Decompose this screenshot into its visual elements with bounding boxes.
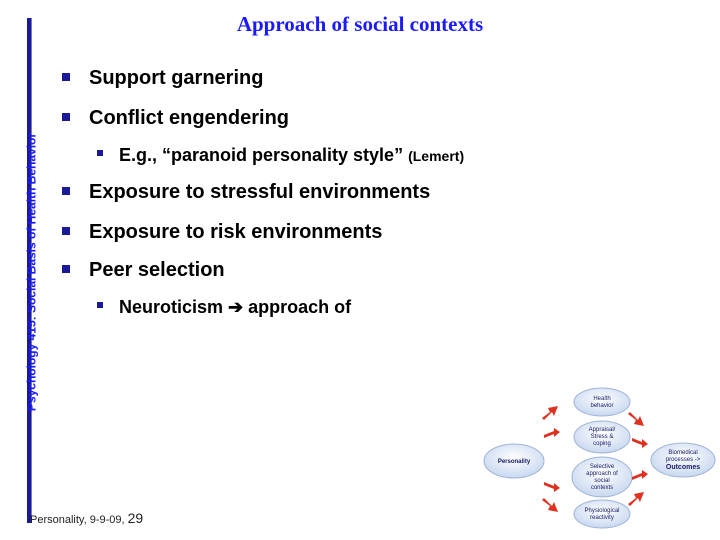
label-physio-1: Physiological xyxy=(584,508,619,514)
arrow-icon xyxy=(544,428,560,438)
arrow-icon xyxy=(628,492,644,506)
bullet-square-icon xyxy=(62,73,70,81)
label-health-1: Health xyxy=(593,396,610,402)
label-selective-3: social xyxy=(594,478,609,484)
footer-text: Personality, 9-9-09, xyxy=(30,514,125,526)
diagram-svg: Health behavior Appraisal/ Stress & copi… xyxy=(483,387,716,529)
label-appraisal-1: Appraisal/ xyxy=(589,427,616,433)
bullet-square-icon xyxy=(62,113,70,121)
arrow-icon xyxy=(632,470,648,480)
label-physio-2: reactivity xyxy=(590,515,614,521)
sub-bullet-citation: (Lemert) xyxy=(408,148,465,164)
footer: Personality, 9-9-09, 29 xyxy=(30,510,143,526)
sub-bullet-rest: approach of xyxy=(248,297,352,317)
arrow-icon xyxy=(542,498,558,512)
node-personality xyxy=(483,443,545,479)
bullet-square-icon xyxy=(62,187,70,195)
page-number: 29 xyxy=(127,510,144,526)
sub-bullet-square-icon xyxy=(97,150,103,156)
personality-model-diagram: Health behavior Appraisal/ Stress & copi… xyxy=(478,380,720,540)
arrow-icon xyxy=(544,482,560,492)
bullet-text: Exposure to stressful environments xyxy=(89,181,431,203)
sub-bullet-square-icon xyxy=(97,302,103,308)
slide-title: Approach of social contexts xyxy=(236,12,484,36)
bullet-text: Conflict engendering xyxy=(89,107,289,129)
sub-bullet-neuroticism-term: Neuroticism xyxy=(119,297,224,317)
label-appraisal-2: Stress & xyxy=(591,434,614,440)
label-appraisal-3: coping xyxy=(593,441,611,447)
arrow-icon xyxy=(628,412,644,426)
bullet-square-icon xyxy=(62,265,70,273)
label-personality: Personality xyxy=(498,459,531,465)
label-selective-2: approach of xyxy=(586,471,618,477)
node-outcomes xyxy=(650,442,716,478)
diagram-arrows xyxy=(542,406,648,512)
arrow-icon xyxy=(632,438,648,448)
node-health-behavior xyxy=(573,387,631,417)
label-outcomes-1: Biomedical xyxy=(668,450,697,456)
course-vertical-label: Psychology 415: Social Basis of Health B… xyxy=(24,132,39,412)
left-accent-bar-shadow xyxy=(31,18,32,523)
bullet-text: Exposure to risk environments xyxy=(89,221,383,243)
label-selective-1: Selective xyxy=(590,464,615,470)
sub-bullet-main: E.g., “paranoid personality style” xyxy=(119,145,404,165)
right-arrow-icon: ➔ xyxy=(228,297,244,317)
node-physiological xyxy=(573,499,631,529)
label-outcomes-3: Outcomes xyxy=(666,464,700,471)
node-appraisal xyxy=(573,420,631,454)
sub-bullet-text: E.g., “paranoid personality style” (Leme… xyxy=(119,145,464,166)
arrow-icon xyxy=(542,406,558,420)
label-health-2: behavior xyxy=(590,403,613,409)
label-selective-4: contexts xyxy=(591,485,613,491)
left-accent-bar xyxy=(27,18,31,523)
bullet-text: Peer selection xyxy=(89,259,225,281)
node-selective-approach xyxy=(571,456,633,498)
bullet-square-icon xyxy=(62,227,70,235)
bullet-text: Support garnering xyxy=(89,67,264,89)
label-outcomes-2: processes -> xyxy=(666,457,701,463)
sub-bullet-text: Neuroticism ➔ approach of xyxy=(119,297,351,317)
